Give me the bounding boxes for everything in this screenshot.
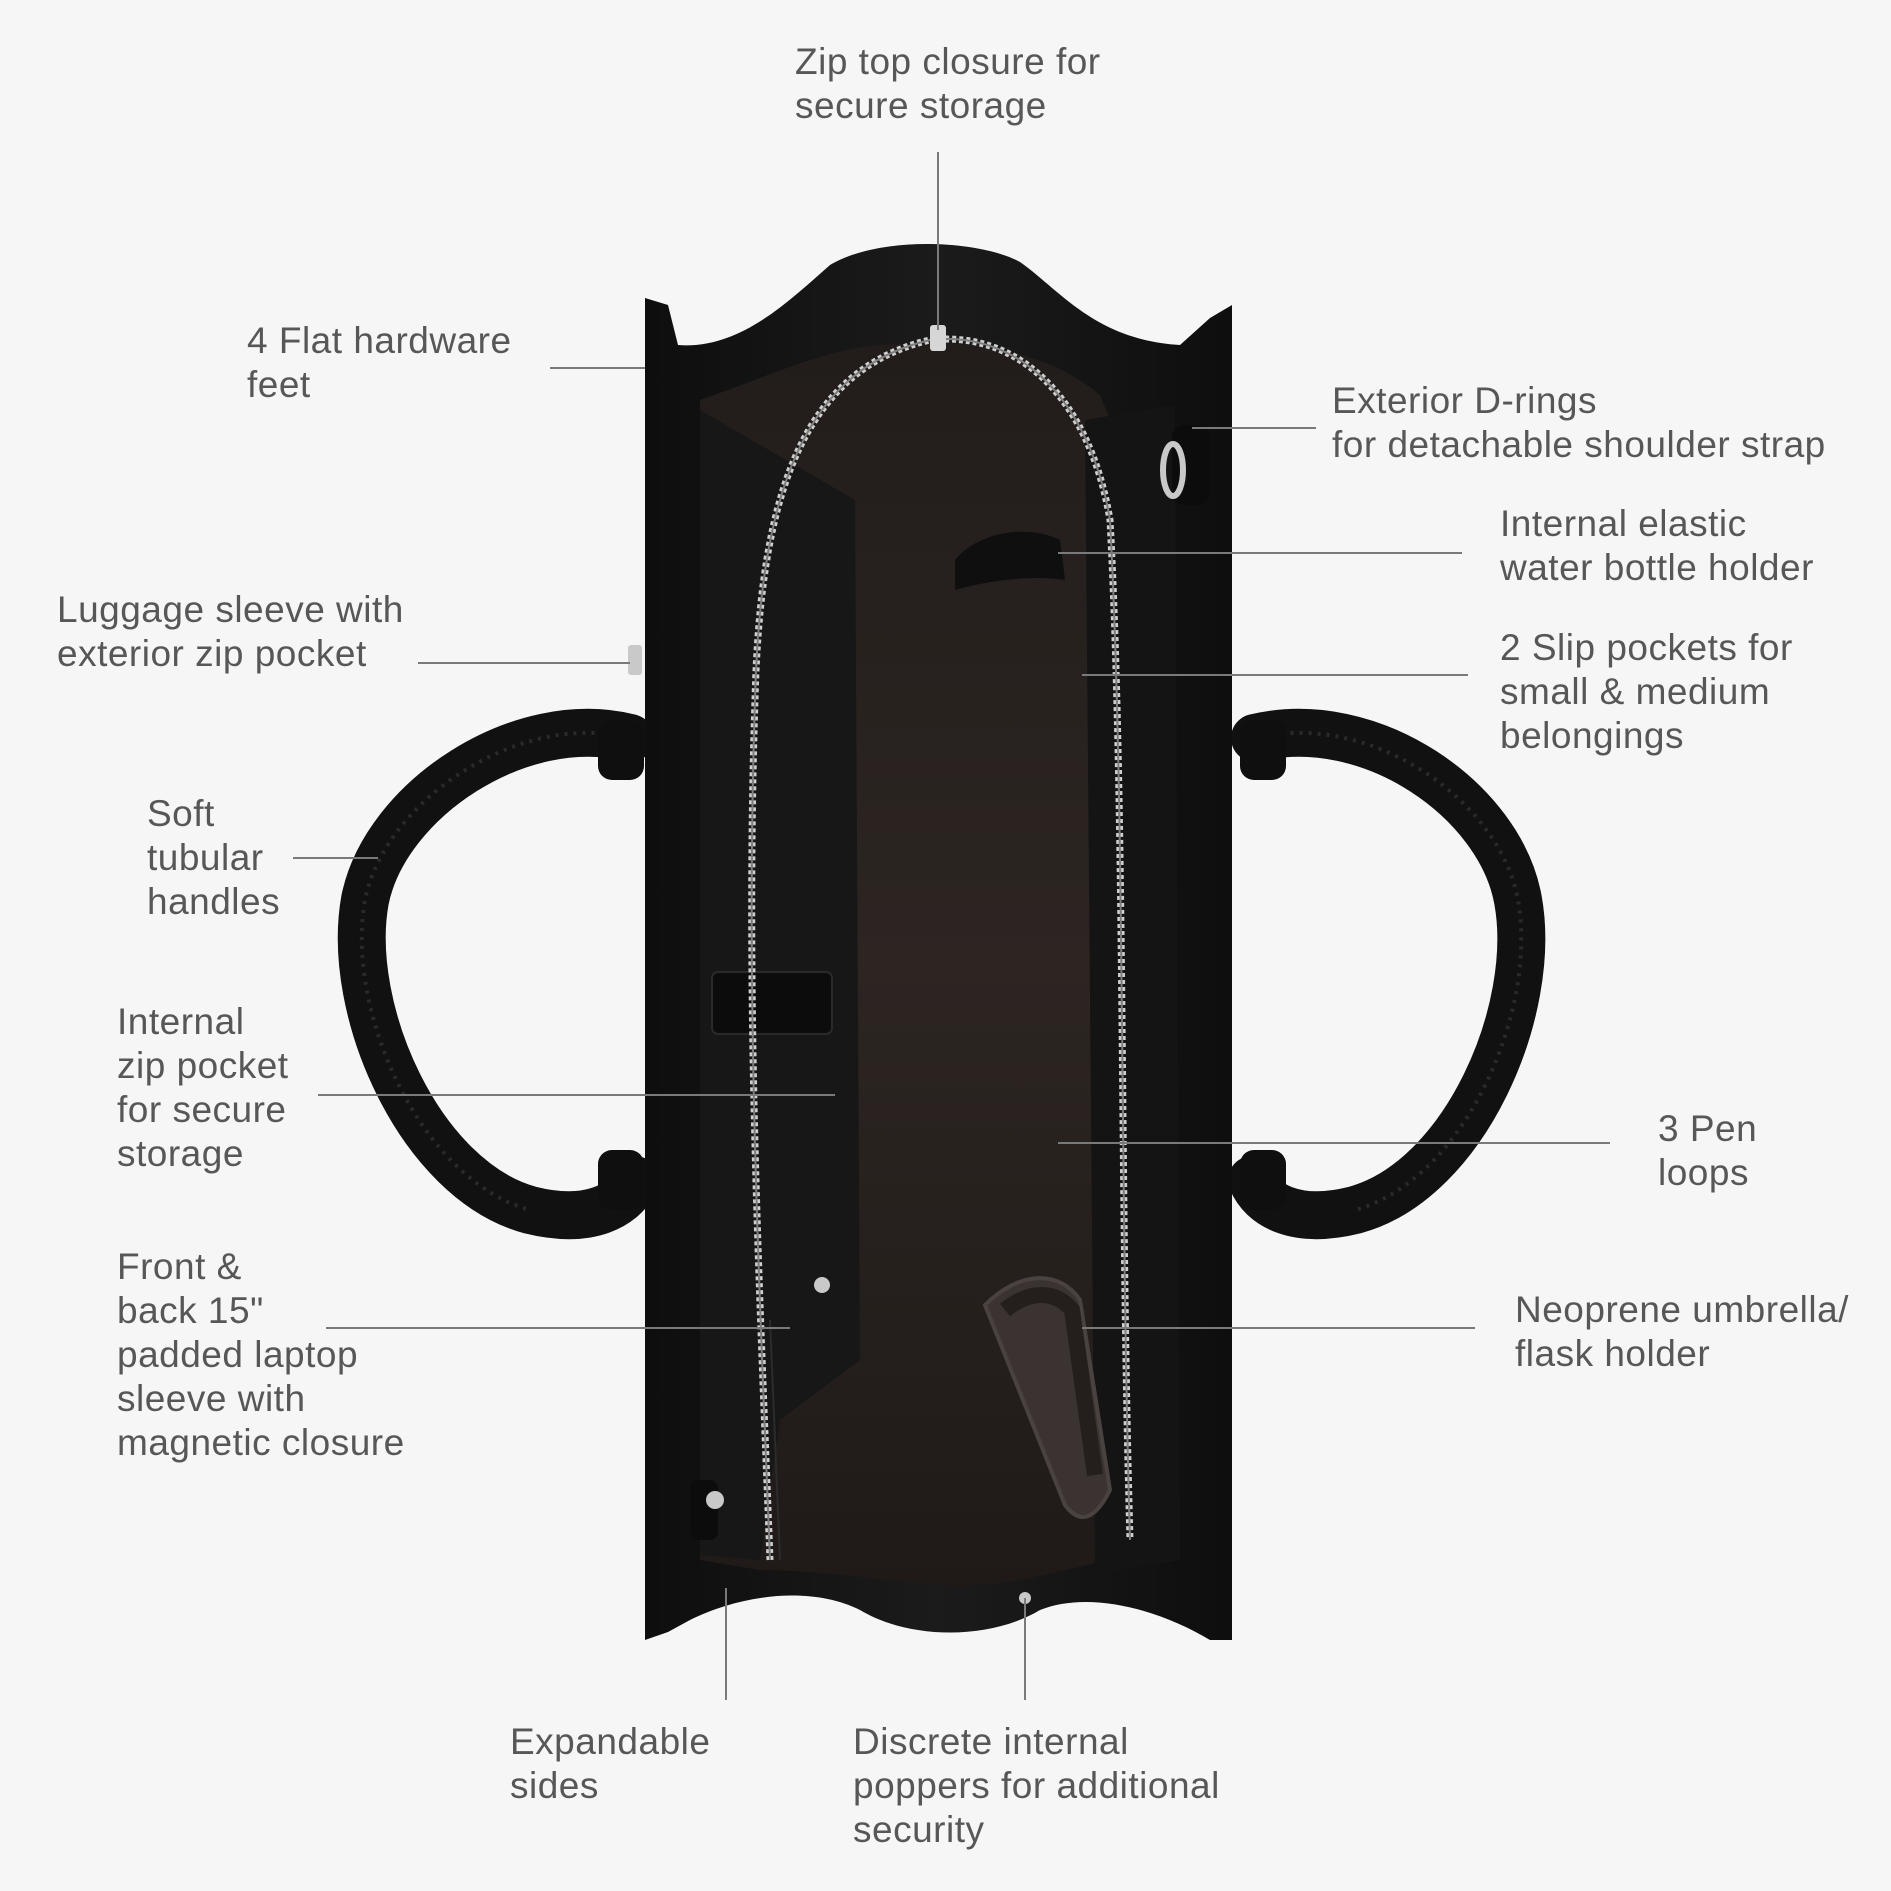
callout-hardware-feet: 4 Flat hardware feet (247, 320, 512, 405)
callout-luggage-sleeve: Luggage sleeve with exterior zip pocket (57, 589, 404, 674)
callout-pen-loops: 3 Pen loops (1658, 1108, 1758, 1193)
luggage-sleeve-zip-pull (628, 645, 642, 675)
callout-umbrella-holder: Neoprene umbrella/ flask holder (1515, 1289, 1849, 1374)
callout-bottle-holder: Internal elastic water bottle holder (1500, 503, 1814, 588)
zip-pull (930, 325, 946, 351)
bottle-holder-pocket (955, 531, 1065, 590)
callout-zip-pocket: Internal zip pocket for secure storage (117, 1001, 289, 1174)
leader-lines (293, 152, 1610, 1700)
slip-pocket-panel (1085, 405, 1180, 1575)
left-handle (337, 709, 659, 1240)
callout-zip-top: Zip top closure for secure storage (795, 41, 1101, 126)
callout-expandable-sides: Expandable sides (510, 1721, 711, 1806)
right-handle (1228, 709, 1546, 1240)
callout-handles: Soft tubular handles (147, 793, 281, 922)
callout-poppers: Discrete internal poppers for additional… (853, 1721, 1220, 1850)
d-ring-hardware (1160, 425, 1210, 505)
callout-laptop-sleeve: Front & back 15" padded laptop sleeve wi… (117, 1246, 405, 1463)
pen-loop-strap (711, 971, 833, 1035)
magnetic-closure-hardware (690, 1277, 830, 1540)
callout-slip-pockets: 2 Slip pockets for small & medium belong… (1500, 627, 1793, 756)
callout-d-rings: Exterior D-rings for detachable shoulder… (1332, 380, 1826, 465)
